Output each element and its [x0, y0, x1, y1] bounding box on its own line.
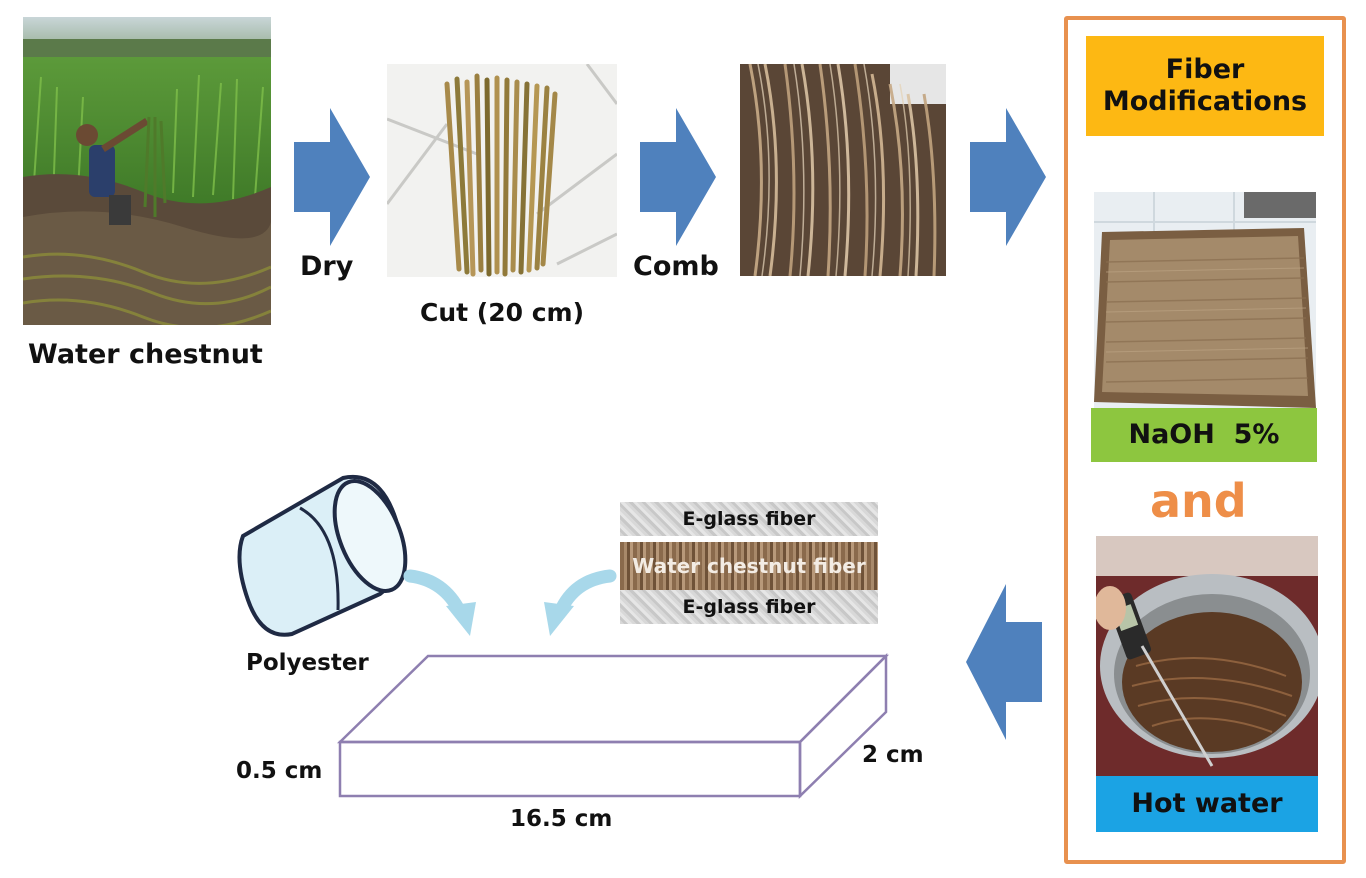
- fiber-modifications-title: Fiber Modifications: [1086, 36, 1324, 136]
- cut-label: Cut (20 cm): [420, 298, 585, 327]
- pour-arrow-icon: [544, 569, 617, 636]
- water-chestnut-fiber-layer: Water chestnut fiber: [620, 542, 878, 590]
- title-line-2: Modifications: [1102, 86, 1308, 117]
- pour-arrow-icon: [403, 569, 476, 636]
- naoh-tag: NaOH 5%: [1091, 408, 1317, 462]
- comb-label: Comb: [633, 251, 719, 282]
- specimen-box-outline: [336, 652, 890, 799]
- polyester-label: Polyester: [246, 650, 369, 676]
- right-arrow-icon: [294, 108, 370, 246]
- combed-fiber-photo: [740, 64, 946, 276]
- hot-water-tag: Hot water: [1096, 776, 1318, 832]
- and-connector: and: [1150, 474, 1247, 528]
- cut-stalks-photo: [387, 64, 617, 277]
- left-arrow-icon: [966, 584, 1042, 740]
- fiber-modifications-panel: [1064, 16, 1346, 864]
- water-chestnut-field-photo: [23, 17, 271, 325]
- title-line-1: Fiber: [1165, 54, 1245, 86]
- naoh-treatment-photo: [1094, 192, 1316, 408]
- e-glass-fiber-layer-top: E-glass fiber: [620, 502, 878, 536]
- water-chestnut-label: Water chestnut: [28, 339, 263, 370]
- right-arrow-icon: [640, 108, 716, 246]
- dry-label: Dry: [300, 251, 354, 282]
- e-glass-fiber-layer-bottom: E-glass fiber: [620, 590, 878, 624]
- hot-water-treatment-photo: [1096, 536, 1318, 776]
- polyester-cup-icon: [237, 474, 408, 637]
- thickness-dimension: 0.5 cm: [236, 758, 323, 784]
- width-dimension: 2 cm: [862, 742, 924, 768]
- length-dimension: 16.5 cm: [510, 806, 613, 832]
- right-arrow-icon: [970, 108, 1046, 246]
